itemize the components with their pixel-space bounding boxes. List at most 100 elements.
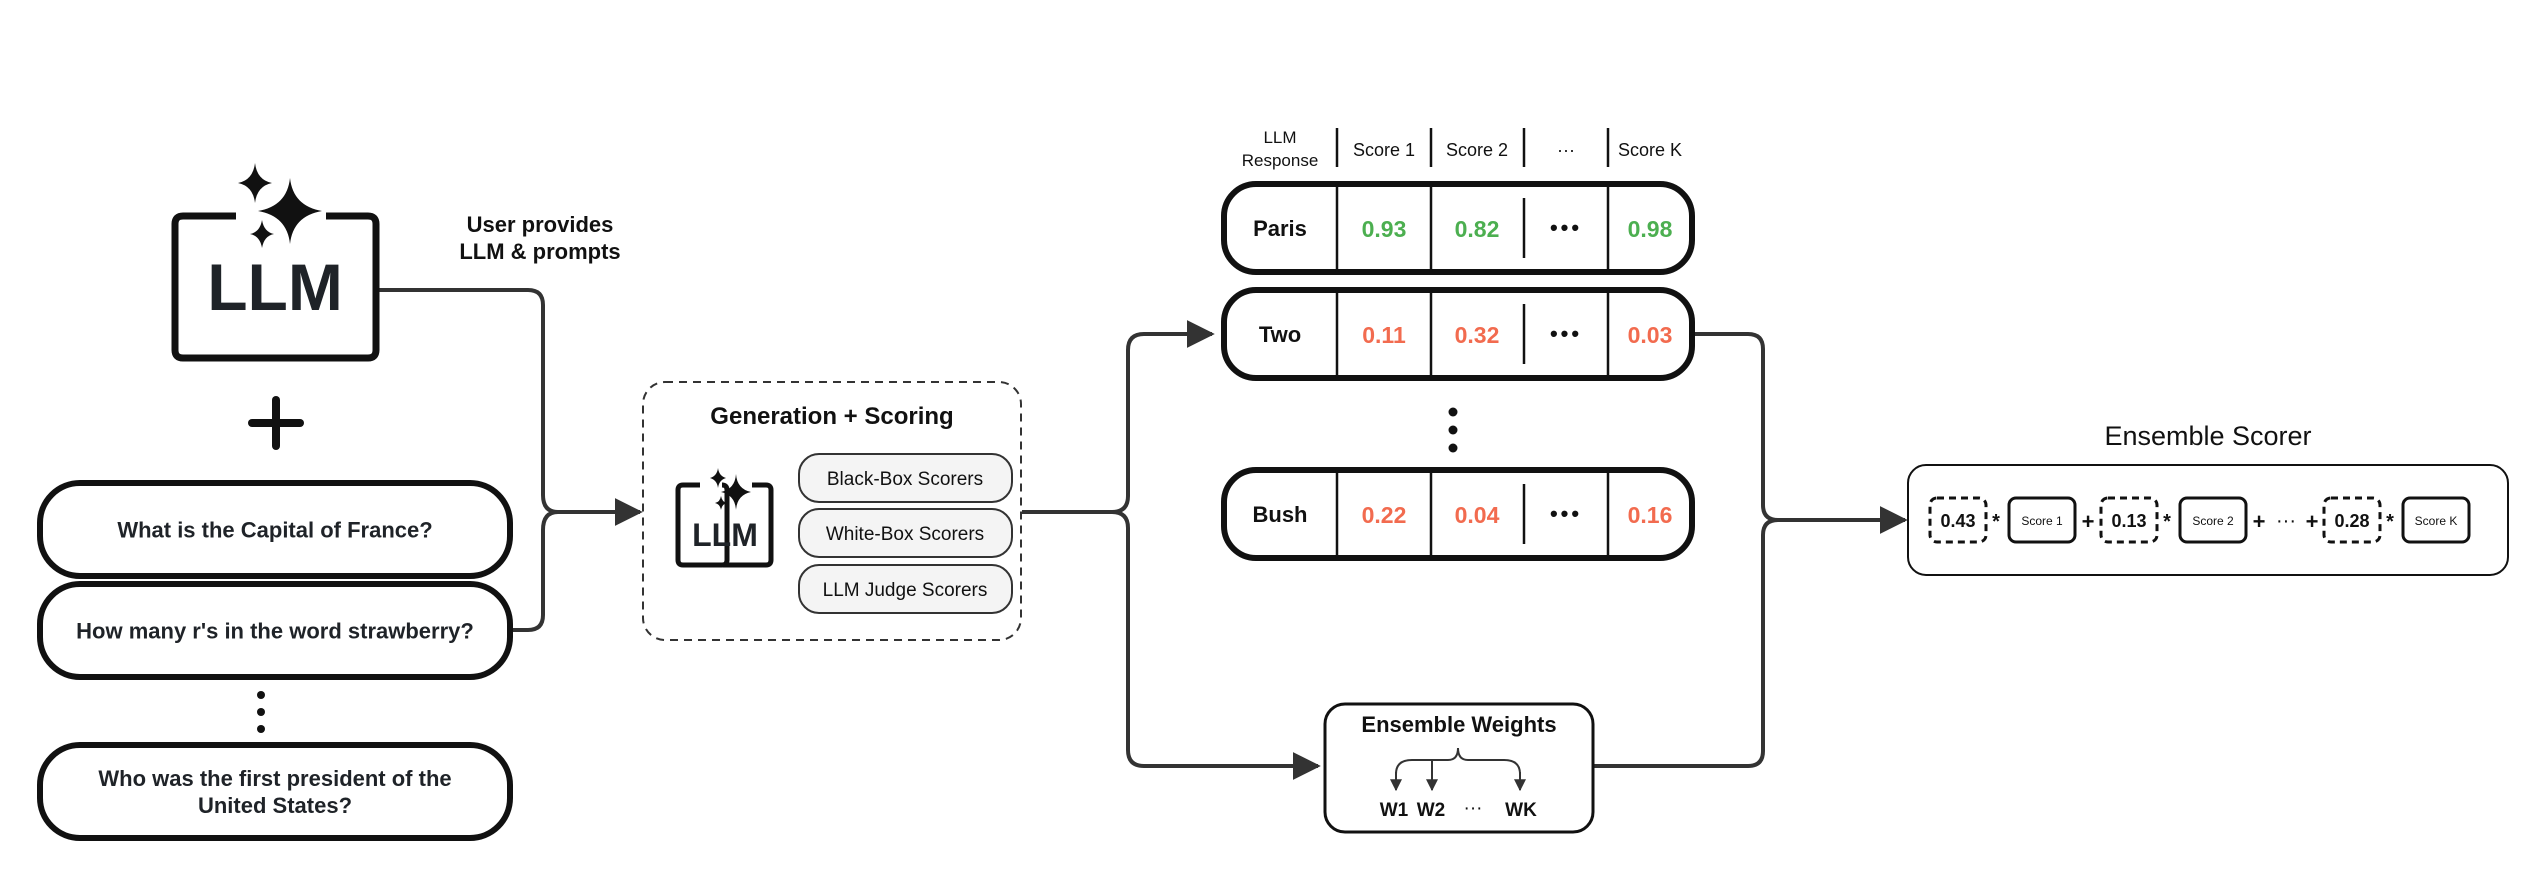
weights-brace: [1395, 747, 1521, 775]
response-cell: Paris: [1253, 216, 1307, 241]
connector-generation-to-weights: [1111, 510, 1321, 780]
multiply-sign: *: [2386, 511, 2394, 533]
prompt-text: How many r's in the word strawberry?: [76, 619, 474, 644]
score-cell: 0.04: [1455, 502, 1500, 528]
weight-label-ellipsis: ···: [1464, 798, 1483, 819]
score-table-header-cell: Score K: [1606, 128, 1682, 167]
score-cell: 0.11: [1362, 322, 1406, 348]
weight-box: [1928, 496, 1988, 544]
connector-llm-to-merge: [376, 288, 559, 514]
scorer-pill-outline: [798, 453, 1013, 503]
prompt-box: How many r's in the word strawberry?: [37, 581, 513, 680]
header-label: Score 1: [1353, 140, 1415, 160]
table-row-outline: [1221, 467, 1695, 561]
ensemble-scorer-title: Ensemble Scorer: [2104, 421, 2311, 451]
prompt-text: What is the Capital of France?: [117, 518, 432, 543]
prompt-box: Who was the first president of theUnited…: [37, 742, 513, 841]
prompt-box-outline: [37, 581, 513, 680]
header-label: Response: [1242, 151, 1319, 170]
connector-table-to-ensemble: [1692, 332, 1779, 522]
ensemble-term: 0.43*Score 1: [1928, 496, 2077, 544]
score-cell: 0.32: [1455, 322, 1500, 348]
scorer-pill: White-Box Scorers: [798, 508, 1013, 558]
prompt-text: United States?: [198, 793, 352, 818]
table-row: Paris 0.93 0.82 ••• 0.98: [1221, 181, 1695, 275]
scorer-pill-outline: [798, 564, 1013, 614]
ensemble-term: 0.28*Score K: [2322, 496, 2471, 544]
plus-sign: +: [2082, 509, 2095, 534]
mini-llm-label: LLM: [692, 517, 758, 553]
header-label: Score 2: [1446, 140, 1508, 160]
user-provides-caption: User provides LLM & prompts: [459, 212, 620, 264]
score-ellipsis-cell: •••: [1550, 321, 1582, 346]
plus-sign: +: [2306, 509, 2319, 534]
score-cell: 0.98: [1628, 216, 1673, 242]
score-label: Score 2: [2192, 514, 2234, 528]
connector-weights-to-ensemble: [1592, 518, 1779, 768]
weight-label-wk: WK: [1505, 800, 1537, 821]
prompt-list: What is the Capital of France? How many r…: [37, 480, 513, 841]
header-label: Score K: [1618, 140, 1682, 160]
table-row: Bush 0.22 0.04 ••• 0.16: [1221, 467, 1695, 561]
scorer-label: White-Box Scorers: [826, 524, 984, 545]
response-cell: Two: [1259, 322, 1301, 347]
rows-ellipsis-icon: [1448, 407, 1458, 453]
llm-box: LLM: [171, 163, 380, 362]
weight-label-w2: W2: [1417, 800, 1446, 821]
score-table-header-cell: LLM Response: [1242, 128, 1319, 170]
ensemble-weights-box: Ensemble Weights W1 W2 ··· WK: [1323, 702, 1595, 834]
multiply-sign: *: [1992, 511, 2000, 533]
weight-box: [2322, 496, 2382, 544]
sparkles-icon: [238, 163, 322, 248]
weight-value: 0.13: [2111, 511, 2146, 531]
mini-llm-icon: LLM: [675, 468, 774, 568]
connector-prompt-to-merge: [510, 510, 559, 632]
score-label: Score 1: [2021, 514, 2063, 528]
prompt-text: Who was the first president of the: [98, 766, 451, 791]
connector-lines: [376, 288, 1908, 780]
score-box: [2007, 496, 2077, 544]
llm-box-label: LLM: [207, 250, 343, 324]
scorer-label: LLM Judge Scorers: [823, 580, 988, 601]
table-row-outline: [1221, 181, 1695, 275]
weight-label-w1: W1: [1380, 800, 1409, 821]
score-table-header-cell: Score 1: [1335, 128, 1415, 167]
prompt-ellipsis-icon: [257, 691, 265, 733]
score-cell: 0.16: [1628, 502, 1673, 528]
score-table-header: LLM Response Score 1 Score 2 ··· Score K: [1242, 128, 1682, 170]
user-provides-line-2: LLM & prompts: [459, 239, 620, 264]
score-cell: 0.22: [1362, 502, 1407, 528]
user-provides-line-1: User provides: [467, 212, 614, 237]
generation-scoring-box: Generation + Scoring LLM Black-Box Score…: [642, 381, 1022, 641]
mini-sparkles-icon: [710, 468, 751, 510]
header-label: ···: [1557, 140, 1575, 160]
header-label: LLM: [1263, 128, 1296, 147]
score-ellipsis-cell: •••: [1550, 215, 1582, 240]
score-table-header-cell: Score 2: [1429, 128, 1508, 167]
ensemble-term: 0.13 * Score 2: [2099, 496, 2248, 544]
generation-title: Generation + Scoring: [710, 403, 953, 430]
score-cell: 0.82: [1455, 216, 1500, 242]
plus-icon: [248, 396, 304, 450]
weight-value: 0.28: [2334, 511, 2369, 531]
scorer-pill: LLM Judge Scorers: [798, 564, 1013, 614]
score-table-header-cell: ···: [1522, 128, 1575, 167]
score-box: [2401, 496, 2471, 544]
response-cell: Bush: [1253, 502, 1308, 527]
scorer-pill-outline: [798, 508, 1013, 558]
plus-sign: +: [2253, 509, 2266, 534]
prompt-box-outline: [37, 480, 513, 579]
multiply-sign: *: [2163, 511, 2171, 533]
score-box: [2178, 496, 2248, 544]
prompt-box-outline: [37, 742, 513, 841]
score-ellipsis-cell: •••: [1550, 501, 1582, 526]
scorer-pill: Black-Box Scorers: [798, 453, 1013, 503]
score-cell: 0.93: [1362, 216, 1407, 242]
prompt-box: What is the Capital of France?: [37, 480, 513, 579]
